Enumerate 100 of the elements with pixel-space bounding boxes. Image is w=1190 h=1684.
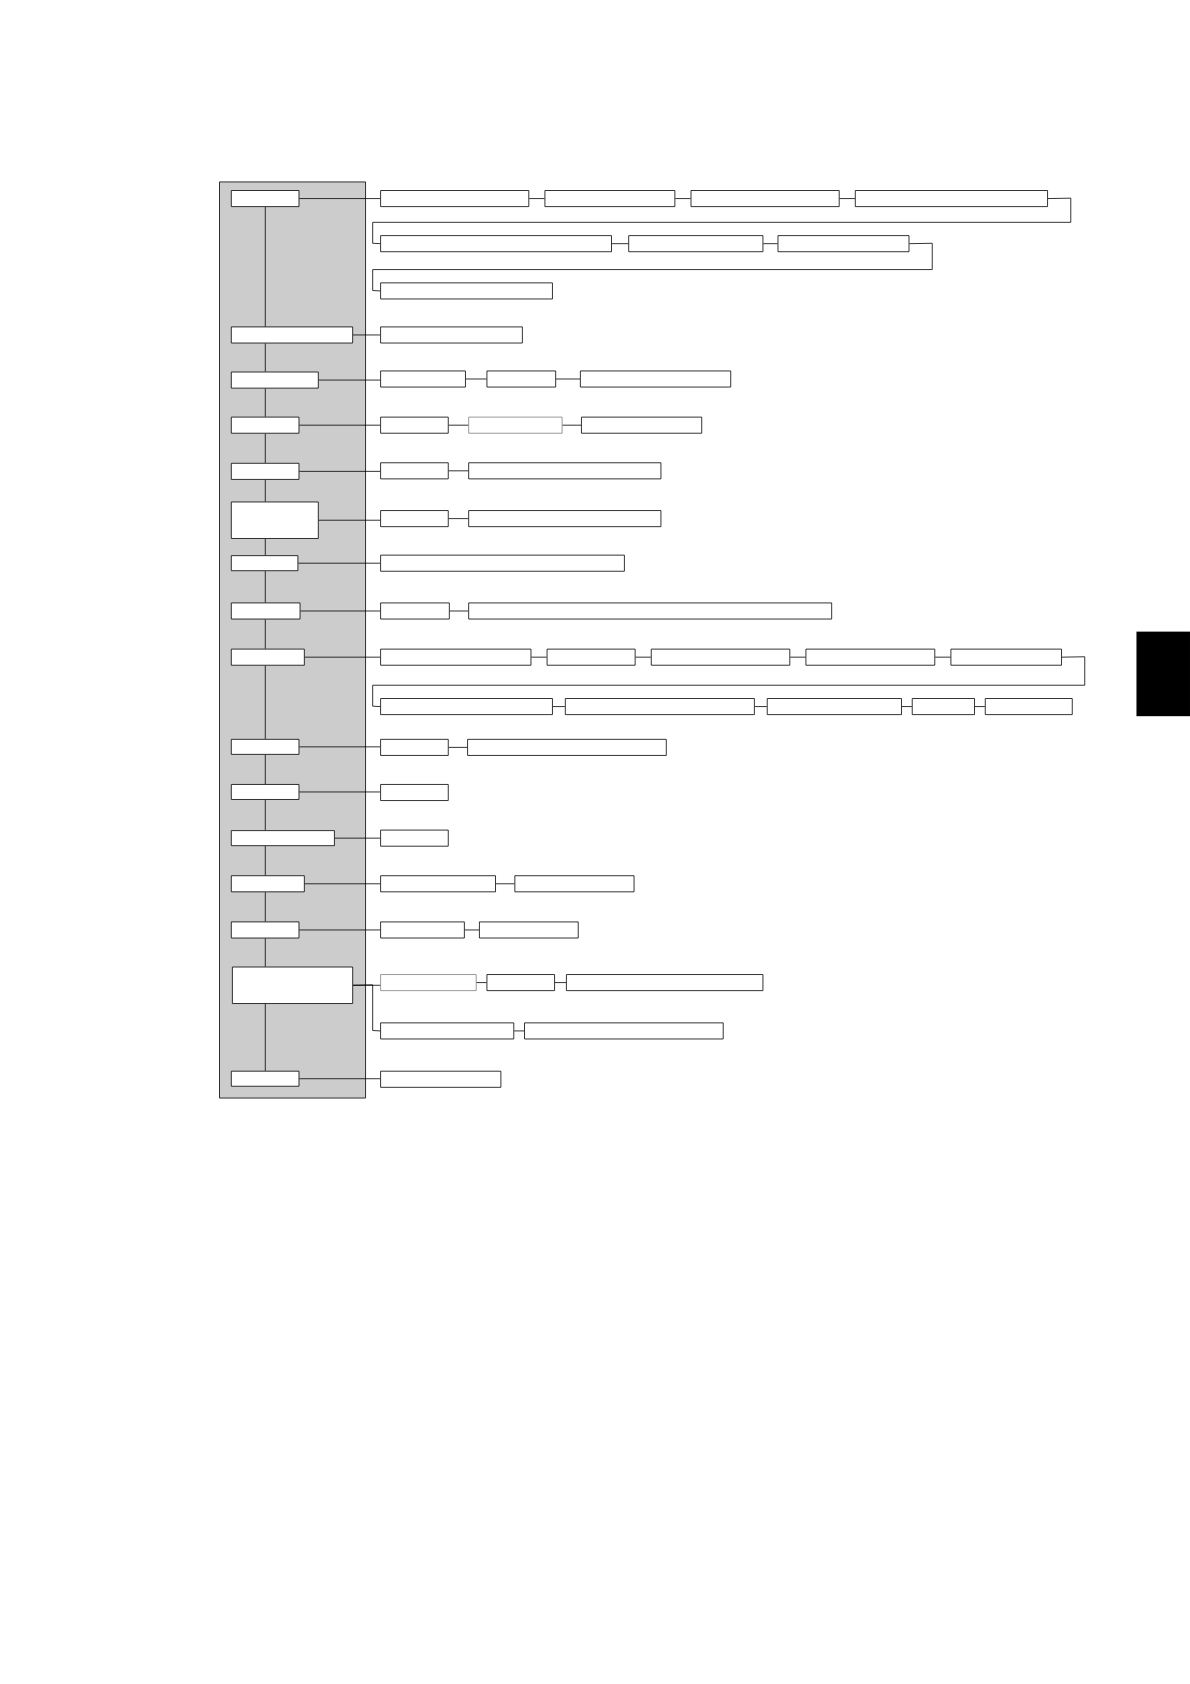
connector-line <box>495 883 515 885</box>
empty-box <box>380 510 449 528</box>
empty-box <box>230 830 335 847</box>
empty-box <box>230 371 319 389</box>
empty-box <box>230 190 300 207</box>
connector-line <box>448 424 469 426</box>
empty-box <box>230 462 300 480</box>
connector-line <box>635 656 652 658</box>
empty-box <box>380 416 449 434</box>
connector-line <box>264 433 266 464</box>
connector-line <box>465 378 487 380</box>
empty-box <box>564 698 755 715</box>
empty-box <box>380 698 553 715</box>
connector-line <box>264 891 266 922</box>
empty-box <box>230 555 299 572</box>
empty-box <box>950 648 1062 666</box>
connector-line <box>352 984 381 1032</box>
empty-box <box>380 1070 502 1088</box>
empty-box <box>380 921 465 939</box>
connector-line <box>264 619 266 650</box>
empty-box <box>380 462 449 480</box>
connector-line <box>528 198 545 199</box>
connector-line <box>352 334 381 336</box>
empty-box <box>230 326 354 344</box>
connector-line <box>300 610 381 612</box>
connector-line <box>334 837 381 839</box>
connector-line <box>554 982 567 983</box>
connector-line <box>562 424 582 426</box>
connector-line <box>298 198 381 199</box>
connector-line <box>449 610 469 612</box>
empty-box <box>230 1070 300 1087</box>
connector-line <box>934 656 951 658</box>
empty-box <box>524 1022 724 1040</box>
connector-line <box>552 706 566 707</box>
connector-line <box>372 197 1072 245</box>
empty-box <box>230 738 300 755</box>
connector-line <box>298 929 381 931</box>
empty-box <box>486 370 557 388</box>
empty-box <box>230 921 300 939</box>
empty-box <box>380 784 449 801</box>
empty-box <box>380 829 449 847</box>
connector-line <box>789 656 806 658</box>
connector-line <box>298 424 381 426</box>
connector-line <box>530 656 548 658</box>
empty-box <box>650 648 791 666</box>
connector-line <box>839 198 856 199</box>
connector-line <box>901 706 913 707</box>
connector-line <box>318 379 381 381</box>
connector-line <box>448 470 469 472</box>
empty-box <box>230 875 305 893</box>
connector-line <box>298 470 381 472</box>
empty-box <box>230 501 319 539</box>
connector-line <box>674 198 691 199</box>
empty-box <box>777 235 910 253</box>
connector-line <box>264 343 266 372</box>
empty-box <box>514 875 635 893</box>
connector-line <box>298 1078 381 1080</box>
connector-line <box>555 378 581 380</box>
empty-box <box>544 190 676 207</box>
empty-box <box>486 974 555 992</box>
empty-box <box>380 738 449 756</box>
connector-line <box>264 206 266 327</box>
empty-box <box>380 974 477 992</box>
connector-line <box>304 656 381 658</box>
empty-box <box>911 698 975 715</box>
connector-line <box>448 747 468 748</box>
connector-line <box>372 242 933 292</box>
connector-line <box>448 518 469 519</box>
empty-box <box>566 974 764 992</box>
connector-line <box>304 883 381 885</box>
empty-box <box>380 875 496 893</box>
empty-box <box>380 602 450 620</box>
connector-line <box>476 982 487 983</box>
empty-box <box>380 1022 515 1040</box>
connector-line <box>264 799 266 831</box>
empty-box <box>984 698 1073 715</box>
connector-line <box>264 665 266 740</box>
connector-line <box>264 570 266 603</box>
connector-line <box>611 243 629 245</box>
connector-line <box>264 538 266 556</box>
empty-box <box>380 326 523 344</box>
empty-box <box>467 738 667 756</box>
empty-box <box>854 190 1048 207</box>
connector-line <box>754 706 768 707</box>
empty-box <box>380 190 530 207</box>
empty-box <box>230 416 300 434</box>
empty-box <box>380 235 612 253</box>
empty-box <box>468 416 563 434</box>
connector-line <box>264 479 266 502</box>
connector-line <box>264 938 266 967</box>
connector-line <box>264 845 266 876</box>
connector-line <box>264 1003 266 1072</box>
empty-box <box>468 510 662 528</box>
empty-box <box>579 370 732 388</box>
empty-box <box>232 966 354 1004</box>
connector-line <box>318 519 381 521</box>
empty-box <box>380 554 625 572</box>
empty-box <box>468 462 662 480</box>
empty-box <box>766 698 902 715</box>
connector-line <box>974 706 986 707</box>
